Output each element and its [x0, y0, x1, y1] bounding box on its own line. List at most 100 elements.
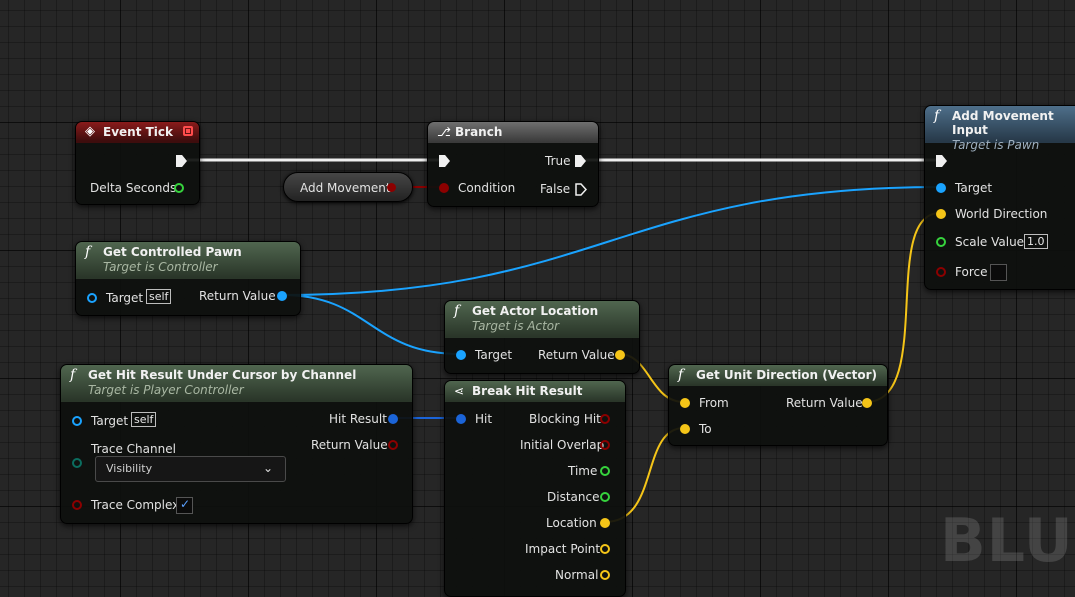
force-label: Force: [955, 265, 988, 279]
time-pin[interactable]: [600, 466, 610, 476]
trace-channel-pin[interactable]: [72, 458, 82, 468]
get-unit-direction-header[interactable]: f Get Unit Direction (Vector): [669, 365, 887, 386]
chevron-down-icon: ⌄: [262, 461, 273, 475]
force-checkbox[interactable]: [990, 264, 1007, 281]
condition-pin[interactable]: [439, 183, 449, 193]
branch-node[interactable]: ⎇ Branch Condition True False: [427, 121, 599, 207]
break-hit-result-node[interactable]: ⋖ Break Hit Result Hit Blocking Hit Init…: [444, 380, 626, 597]
trace-channel-dropdown[interactable]: Visibility ⌄: [95, 456, 286, 482]
world-direction-pin[interactable]: [936, 209, 946, 219]
hit-result-target-pin[interactable]: [72, 416, 82, 426]
get-controlled-pawn-title: Get Controlled Pawn: [103, 245, 242, 259]
add-movement-variable-node[interactable]: Add Movement: [283, 172, 413, 202]
blocking-hit-pin[interactable]: [600, 414, 610, 424]
add-movement-input-header[interactable]: f Add Movement Input Target is Pawn: [925, 106, 1075, 152]
controlled-pawn-return-label: Return Value: [199, 289, 276, 303]
branch-exec-in-pin[interactable]: [439, 155, 450, 167]
function-icon: f: [70, 367, 76, 383]
get-hit-result-title: Get Hit Result Under Cursor by Channel: [88, 368, 357, 382]
location-pin[interactable]: [600, 518, 610, 528]
force-pin[interactable]: [936, 267, 946, 277]
hit-result-out-pin[interactable]: [388, 414, 398, 424]
delta-seconds-pin[interactable]: [174, 183, 184, 193]
scale-value-label: Scale Value: [955, 235, 1025, 249]
get-actor-location-title: Get Actor Location: [472, 304, 599, 318]
trace-complex-checkbox[interactable]: ✓: [176, 497, 193, 514]
controlled-pawn-return-pin[interactable]: [277, 291, 287, 301]
function-icon: f: [678, 367, 684, 383]
hit-result-target-literal: self: [131, 412, 157, 427]
from-label: From: [699, 396, 729, 410]
get-hit-result-header[interactable]: f Get Hit Result Under Cursor by Channel…: [61, 365, 412, 402]
event-tick-header[interactable]: ◈ Event Tick: [76, 122, 199, 143]
to-pin[interactable]: [680, 424, 690, 434]
location-label: Location: [546, 516, 597, 530]
function-icon: f: [454, 303, 460, 319]
actor-location-target-pin[interactable]: [456, 350, 466, 360]
normal-pin[interactable]: [600, 570, 610, 580]
false-label: False: [540, 182, 571, 196]
add-movement-input-title: Add Movement Input: [952, 109, 1054, 137]
controlled-pawn-target-pin[interactable]: [87, 293, 97, 303]
event-tick-exec-out-pin[interactable]: [176, 155, 187, 167]
event-tick-title: Event Tick: [103, 125, 174, 139]
add-movement-input-node[interactable]: f Add Movement Input Target is Pawn Targ…: [924, 105, 1075, 290]
controlled-pawn-target-label: Target: [106, 291, 144, 305]
world-direction-label: World Direction: [955, 207, 1048, 221]
event-tick-node[interactable]: ◈ Event Tick Delta Seconds: [75, 121, 200, 205]
branch-header[interactable]: ⎇ Branch: [428, 122, 598, 143]
add-movement-variable-out-pin[interactable]: [387, 183, 396, 192]
from-pin[interactable]: [680, 398, 690, 408]
get-hit-result-subtitle: Target is Player Controller: [88, 383, 244, 397]
object-wire-pawn-to-add-movement-target: [281, 186, 941, 296]
branch-true-out-pin[interactable]: [575, 155, 586, 167]
get-actor-location-header[interactable]: f Get Actor Location Target is Actor: [445, 301, 639, 338]
get-controlled-pawn-subtitle: Target is Controller: [103, 260, 218, 274]
branch-icon: ⎇: [437, 125, 451, 139]
get-actor-location-node[interactable]: f Get Actor Location Target is Actor Tar…: [444, 300, 640, 374]
hit-result-target-label: Target: [91, 414, 129, 428]
trace-channel-label: Trace Channel: [91, 442, 176, 456]
blocking-hit-label: Blocking Hit: [529, 412, 601, 426]
get-hit-result-node[interactable]: f Get Hit Result Under Cursor by Channel…: [60, 364, 413, 524]
delegate-pin-icon[interactable]: [183, 126, 193, 136]
function-icon: f: [934, 108, 940, 124]
to-label: To: [699, 422, 712, 436]
branch-title: Branch: [455, 125, 503, 139]
blueprint-watermark: BLUE: [940, 506, 1075, 576]
hit-result-return-pin[interactable]: [388, 440, 398, 450]
add-movement-variable-label: Add Movement: [300, 181, 391, 195]
true-label: True: [545, 154, 571, 168]
scale-value-pin[interactable]: [936, 237, 946, 247]
impact-point-label: Impact Point: [525, 542, 601, 556]
add-movement-input-exec-in-pin[interactable]: [936, 155, 947, 167]
actor-location-return-pin[interactable]: [615, 350, 625, 360]
break-hit-result-header[interactable]: ⋖ Break Hit Result: [445, 381, 625, 402]
trace-complex-label: Trace Complex: [91, 498, 180, 512]
distance-label: Distance: [547, 490, 600, 504]
get-controlled-pawn-node[interactable]: f Get Controlled Pawn Target is Controll…: [75, 241, 301, 316]
trace-channel-value: Visibility: [106, 462, 153, 475]
get-controlled-pawn-header[interactable]: f Get Controlled Pawn Target is Controll…: [76, 242, 300, 279]
initial-overlap-pin[interactable]: [600, 440, 610, 450]
break-hit-result-title: Break Hit Result: [472, 384, 583, 398]
condition-label: Condition: [458, 181, 516, 195]
object-wire-pawn-to-actor-location: [281, 294, 461, 355]
delta-seconds-label: Delta Seconds: [90, 181, 177, 195]
checkmark-icon: ✓: [180, 497, 191, 511]
get-unit-direction-node[interactable]: f Get Unit Direction (Vector) From To Re…: [668, 364, 888, 446]
hit-result-return-label: Return Value: [311, 438, 388, 452]
distance-pin[interactable]: [600, 492, 610, 502]
trace-complex-pin[interactable]: [72, 500, 82, 510]
break-hit-in-pin[interactable]: [456, 414, 466, 424]
branch-false-out-pin[interactable]: [575, 183, 587, 196]
unit-direction-return-pin[interactable]: [862, 398, 872, 408]
hit-result-label: Hit Result: [329, 412, 387, 426]
initial-overlap-label: Initial Overlap: [520, 438, 605, 452]
impact-point-pin[interactable]: [600, 544, 610, 554]
add-movement-target-pin[interactable]: [936, 183, 946, 193]
time-label: Time: [568, 464, 598, 478]
get-unit-direction-title: Get Unit Direction (Vector): [696, 368, 878, 382]
actor-location-target-label: Target: [475, 348, 513, 362]
scale-value-input[interactable]: 1.0: [1024, 234, 1048, 249]
